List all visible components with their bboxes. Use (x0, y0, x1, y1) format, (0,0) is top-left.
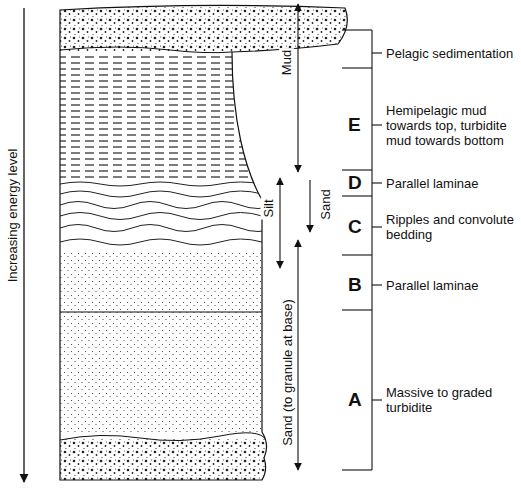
division-letter: E (348, 115, 361, 135)
column-outline (60, 5, 347, 480)
grain-size-label: Silt (261, 197, 276, 219)
division-description: Parallel laminae (386, 176, 514, 191)
division-description: Hemipelagic mud towards top, turbidite m… (386, 103, 514, 148)
axis-label: Increasing energy level (6, 146, 21, 284)
division-letter: A (348, 390, 362, 410)
division-description: Pelagic sedimentation (386, 46, 514, 61)
division-description: Ripples and convolute bedding (386, 212, 514, 242)
grain-size-label: Sand (318, 187, 333, 221)
division-description: Parallel laminae (386, 278, 514, 293)
division-letter: D (348, 173, 362, 193)
grain-size-label: Mud (279, 47, 294, 76)
division-bracket (342, 30, 382, 470)
sediment-column (55, 0, 355, 488)
grain-size-label: Sand (to granule at base) (280, 297, 295, 448)
division-letter: C (348, 217, 362, 237)
energy-arrow (23, 8, 24, 482)
division-description: Massive to graded turbidite (386, 385, 514, 415)
grain-size-arrows (280, 4, 310, 470)
division-letter: B (348, 275, 362, 295)
